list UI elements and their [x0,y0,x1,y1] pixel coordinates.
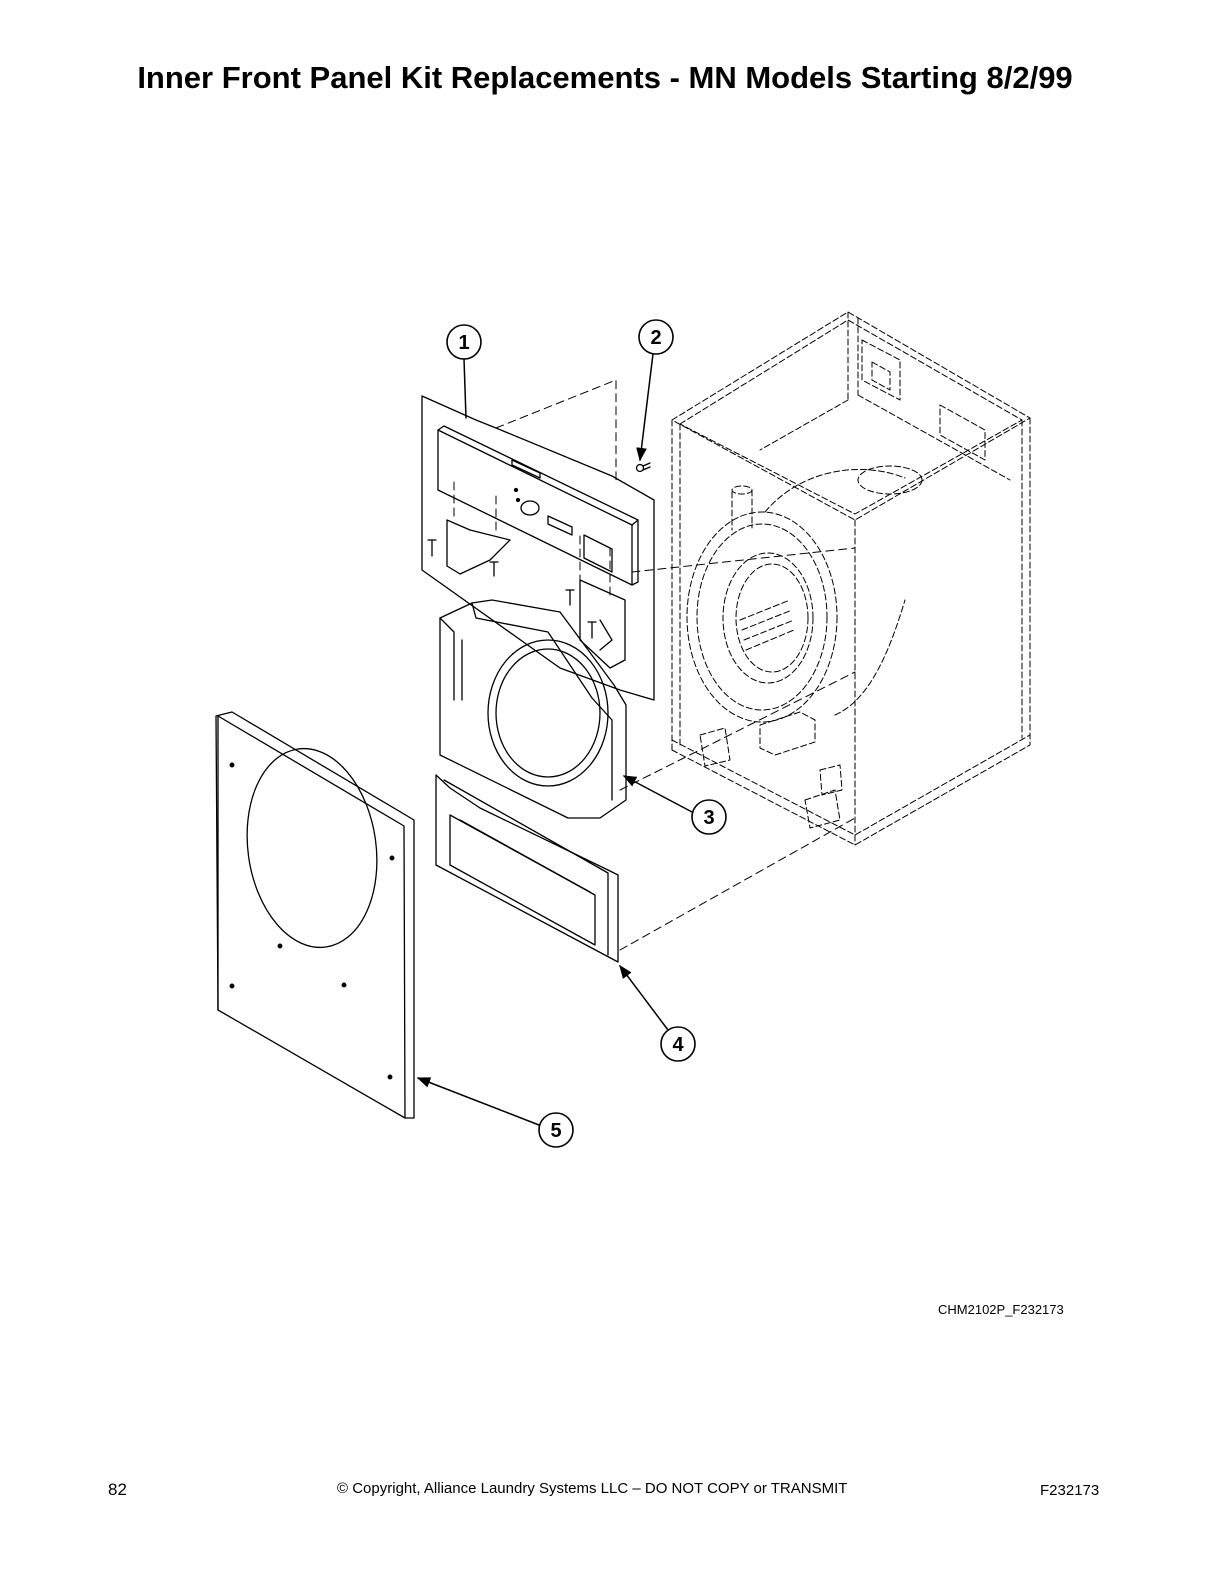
svg-text:2: 2 [650,327,661,349]
part-3-door-frame [439,599,627,819]
callout-5: 5 [416,1077,574,1148]
page-number: 82 [108,1480,127,1499]
page-title: Inner Front Panel Kit Replacements - MN … [137,60,1073,95]
part-5-front-panel [215,711,415,1119]
callout-1: 1 [446,324,482,419]
dryer-cabinet [671,311,1031,846]
svg-text:4: 4 [672,1034,684,1056]
svg-text:1: 1 [458,332,469,354]
document-code: F232173 [1040,1482,1100,1499]
svg-text:5: 5 [550,1120,561,1142]
part-1-control-panel [421,395,655,701]
alignment-lines [453,379,856,951]
callout-2: 2 [636,319,674,462]
part-2-screw [635,462,651,473]
part-4-lower-panel [435,774,619,963]
svg-text:3: 3 [703,807,714,829]
callout-4: 4 [619,964,696,1062]
drawing-code: CHM2102P_F232173 [938,1302,1064,1317]
callout-3: 3 [622,775,727,835]
copyright-notice: © Copyright, Alliance Laundry Systems LL… [337,1480,848,1497]
